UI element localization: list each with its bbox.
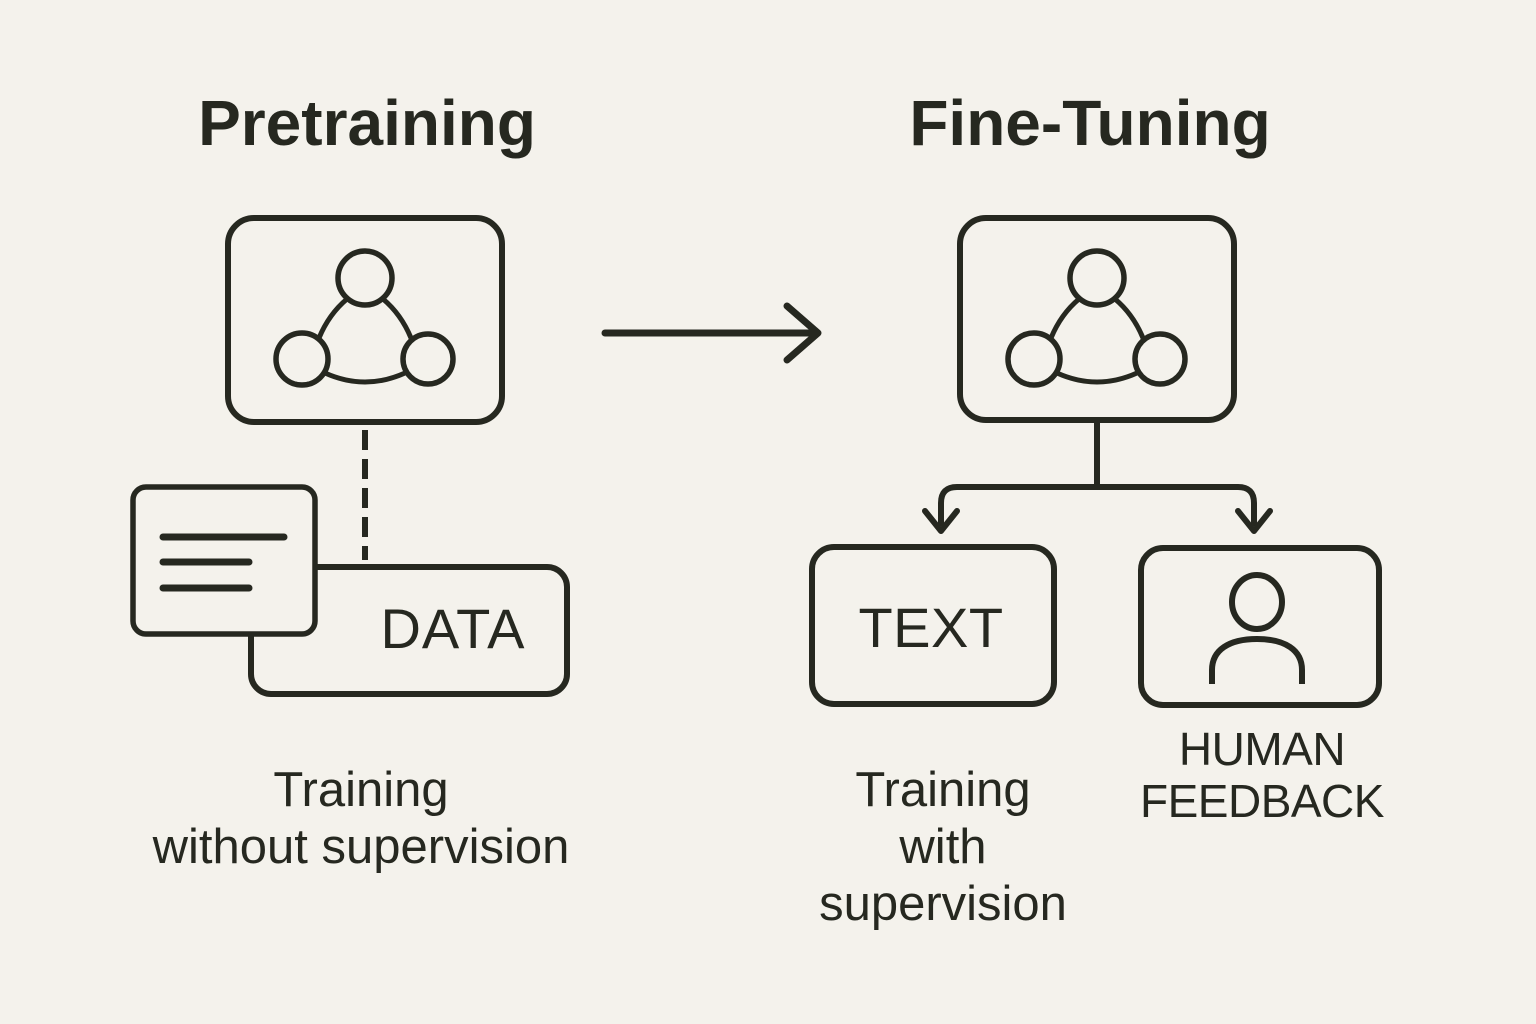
human-feedback-label: HUMAN FEEDBACK: [1082, 723, 1442, 827]
data-box-label: DATA: [380, 597, 526, 660]
finetuning-model-box: [957, 215, 1237, 423]
pretraining-model-box: [225, 215, 505, 425]
finetuning-title: Fine-Tuning: [909, 87, 1271, 159]
branch-connector: [922, 423, 1273, 534]
right-arrow-icon: [601, 302, 822, 364]
pretraining-caption-line-1: Training: [273, 763, 449, 817]
human-feedback-box: [1138, 545, 1382, 708]
neural-network-icon: [273, 248, 456, 388]
neural-network-icon: [1005, 248, 1188, 388]
pretraining-caption: Training without supervision: [111, 762, 611, 876]
pretraining-caption-line-2: without supervision: [152, 820, 570, 874]
finetuning-caption-line-1: Training: [855, 763, 1031, 817]
finetuning-caption: Training with supervision: [693, 762, 1193, 933]
pretraining-title: Pretraining: [198, 87, 536, 159]
finetuning-caption-line-3: supervision: [819, 877, 1067, 931]
text-box-label: TEXT: [858, 596, 1004, 659]
document-icon: [130, 484, 318, 637]
human-feedback-line-1: HUMAN: [1178, 723, 1346, 775]
person-icon: [1209, 572, 1305, 684]
text-box: [809, 544, 1057, 707]
finetuning-caption-line-2: with: [899, 820, 987, 874]
human-feedback-line-2: FEEDBACK: [1140, 775, 1384, 827]
